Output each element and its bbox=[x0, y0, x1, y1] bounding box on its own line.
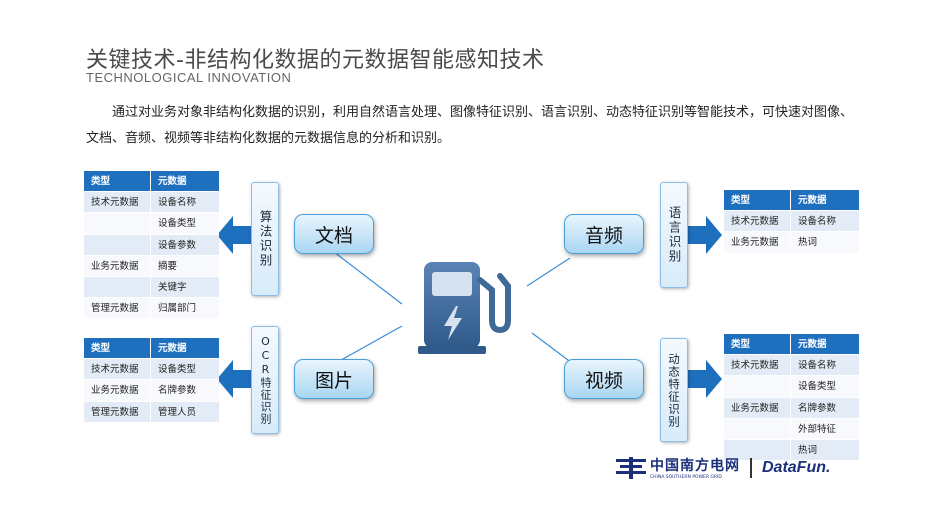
table-row: 技术元数据设备类型 bbox=[84, 359, 219, 381]
table-row: 管理元数据归属部门 bbox=[84, 298, 219, 320]
table-row: 外部特征 bbox=[724, 418, 859, 440]
table-cell: 设备名称 bbox=[791, 355, 859, 377]
table-cell: 业务元数据 bbox=[84, 255, 151, 277]
intro-paragraph: 通过对业务对象非结构化数据的识别，利用自然语言处理、图像特征识别、语言识别、动态… bbox=[86, 105, 854, 146]
fuel-pump-icon bbox=[418, 262, 511, 354]
method-image-label: OCR特征识别 bbox=[259, 335, 272, 425]
table-row: 业务元数据名牌参数 bbox=[724, 397, 859, 419]
datafun-logo: DataFun. bbox=[762, 458, 831, 476]
page-title: 关键技术-非结构化数据的元数据智能感知技术 bbox=[86, 48, 545, 73]
arrow-right-icon bbox=[688, 360, 722, 398]
table-cell bbox=[724, 439, 791, 462]
page-subtitle: TECHNOLOGICAL INNOVATION bbox=[86, 70, 292, 85]
table-cell: 摘要 bbox=[151, 255, 219, 277]
table-header-cell: 元数据 bbox=[151, 338, 219, 360]
table-header-cell: 元数据 bbox=[791, 190, 859, 212]
table-row: 技术元数据设备名称 bbox=[724, 211, 859, 233]
table-cell: 技术元数据 bbox=[724, 211, 791, 233]
table-cell: 管理人员 bbox=[151, 401, 219, 423]
table-cell bbox=[724, 376, 791, 398]
footer-logos: 中国南方电网 CHINA SOUTHERN POWER GRID DataFun… bbox=[616, 455, 830, 480]
method-audio-box: 语言识别 bbox=[660, 182, 688, 288]
table-header-row: 类型元数据 bbox=[724, 190, 859, 212]
table-cell: 技术元数据 bbox=[84, 359, 151, 381]
table-header-cell: 类型 bbox=[84, 338, 151, 360]
method-doc-box: 算法识别 bbox=[251, 182, 279, 296]
table-cell: 关键字 bbox=[151, 276, 219, 299]
method-doc-label: 算法识别 bbox=[257, 210, 273, 268]
table-header-cell: 类型 bbox=[724, 334, 791, 356]
sgcc-name-en: CHINA SOUTHERN POWER GRID bbox=[650, 475, 722, 480]
table-cell: 技术元数据 bbox=[724, 355, 791, 377]
table-row: 技术元数据设备名称 bbox=[84, 192, 219, 214]
method-video-box: 动态特征识别 bbox=[660, 338, 688, 442]
table-cell: 设备类型 bbox=[791, 376, 859, 398]
table-row: 技术元数据设备名称 bbox=[724, 355, 859, 377]
table-doc-metadata: 类型元数据技术元数据设备名称设备类型设备参数业务元数据摘要关键字管理元数据归属部… bbox=[84, 171, 219, 320]
table-cell: 外部特征 bbox=[791, 418, 859, 440]
sgcc-logo-icon bbox=[616, 456, 646, 479]
table-cell: 归属部门 bbox=[151, 298, 219, 320]
media-audio-box: 音频 bbox=[564, 214, 644, 254]
media-doc-box: 文档 bbox=[294, 214, 374, 254]
table-row: 热词 bbox=[724, 439, 859, 462]
table-cell: 名牌参数 bbox=[151, 380, 219, 402]
table-cell: 设备参数 bbox=[151, 234, 219, 256]
table-cell: 设备名称 bbox=[791, 211, 859, 233]
table-cell: 设备类型 bbox=[151, 213, 219, 235]
method-video-label: 动态特征识别 bbox=[667, 352, 681, 428]
table-row: 业务元数据摘要 bbox=[84, 255, 219, 277]
table-cell: 名牌参数 bbox=[791, 397, 859, 419]
table-header-cell: 类型 bbox=[84, 171, 151, 193]
table-audio-metadata: 类型元数据技术元数据设备名称业务元数据热词 bbox=[724, 190, 859, 254]
table-header-row: 类型元数据 bbox=[724, 334, 859, 356]
table-row: 设备参数 bbox=[84, 234, 219, 256]
table-row: 业务元数据名牌参数 bbox=[84, 380, 219, 402]
table-cell: 热词 bbox=[791, 439, 859, 462]
arrow-left-icon bbox=[217, 360, 251, 398]
table-cell bbox=[84, 234, 151, 256]
table-cell: 技术元数据 bbox=[84, 192, 151, 214]
table-row: 管理元数据管理人员 bbox=[84, 401, 219, 423]
method-audio-label: 语言识别 bbox=[666, 206, 682, 264]
table-row: 业务元数据热词 bbox=[724, 232, 859, 254]
table-header-cell: 元数据 bbox=[151, 171, 219, 193]
table-cell bbox=[84, 276, 151, 299]
table-cell: 设备名称 bbox=[151, 192, 219, 214]
table-cell bbox=[724, 418, 791, 440]
table-cell: 热词 bbox=[791, 232, 859, 254]
table-image-metadata: 类型元数据技术元数据设备类型业务元数据名牌参数管理元数据管理人员 bbox=[84, 338, 219, 423]
table-cell: 业务元数据 bbox=[724, 397, 791, 419]
table-video-metadata: 类型元数据技术元数据设备名称设备类型业务元数据名牌参数外部特征热词 bbox=[724, 334, 859, 462]
table-header-row: 类型元数据 bbox=[84, 338, 219, 360]
table-row: 设备类型 bbox=[84, 213, 219, 235]
method-image-box: OCR特征识别 bbox=[251, 326, 279, 434]
table-header-row: 类型元数据 bbox=[84, 171, 219, 193]
table-row: 关键字 bbox=[84, 276, 219, 299]
arrow-right-icon bbox=[688, 216, 722, 254]
logo-separator bbox=[750, 457, 752, 478]
table-header-cell: 类型 bbox=[724, 190, 791, 212]
table-cell: 管理元数据 bbox=[84, 401, 151, 423]
table-cell: 设备类型 bbox=[151, 359, 219, 381]
arrow-left-icon bbox=[217, 216, 251, 254]
table-cell: 管理元数据 bbox=[84, 298, 151, 320]
media-video-box: 视频 bbox=[564, 359, 644, 399]
table-cell: 业务元数据 bbox=[84, 380, 151, 402]
media-image-box: 图片 bbox=[294, 359, 374, 399]
table-cell: 业务元数据 bbox=[724, 232, 791, 254]
sgcc-name: 中国南方电网 bbox=[650, 458, 740, 474]
table-cell bbox=[84, 213, 151, 235]
table-row: 设备类型 bbox=[724, 376, 859, 398]
table-header-cell: 元数据 bbox=[791, 334, 859, 356]
